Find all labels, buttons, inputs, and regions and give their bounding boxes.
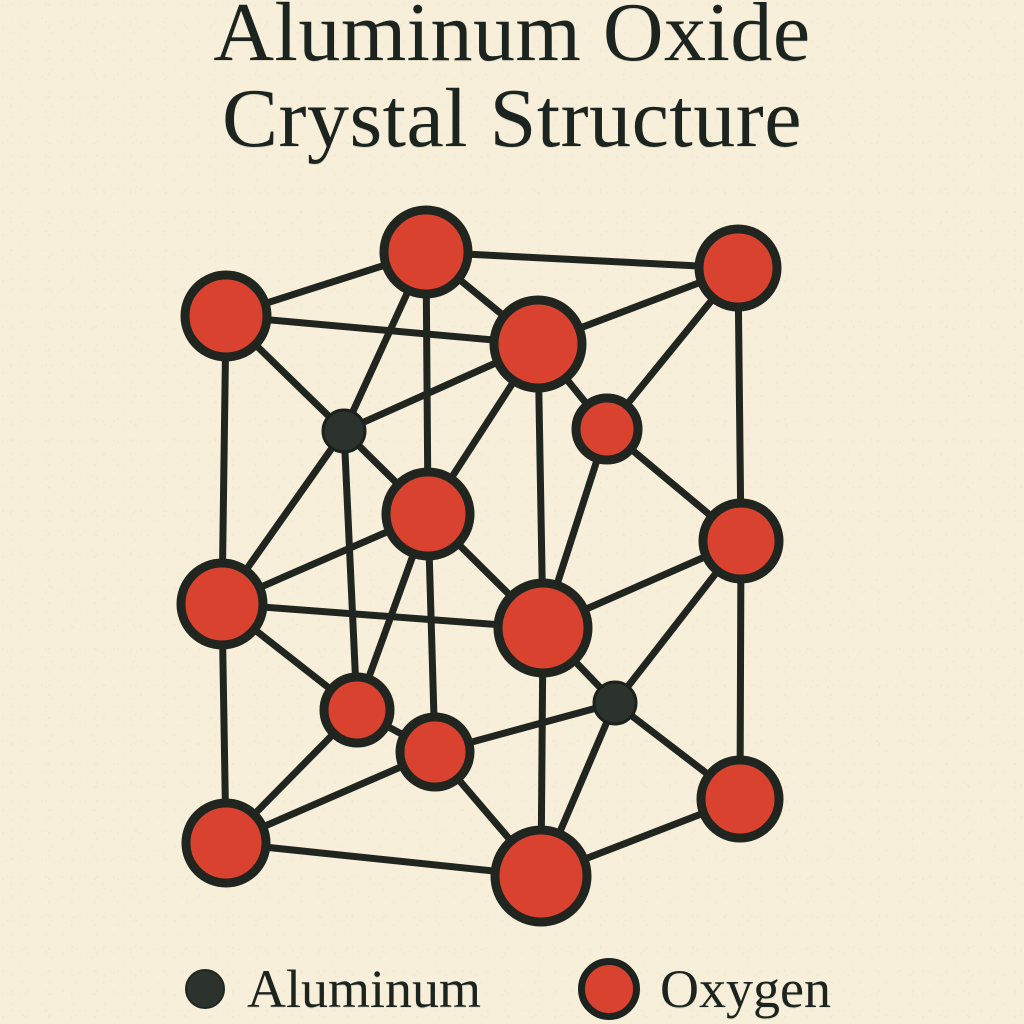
oxygen-atom	[395, 712, 475, 792]
legend-label-aluminum: Aluminum	[247, 959, 482, 1019]
oxygen-atom	[571, 393, 643, 465]
oxygen-atom	[176, 558, 268, 650]
aluminum-swatch-icon	[185, 969, 225, 1009]
legend: Aluminum Oxygen	[0, 958, 1024, 1024]
atom-layer	[176, 205, 784, 927]
legend-item-oxygen: Oxygen	[578, 958, 831, 1020]
oxygen-swatch-icon	[578, 958, 640, 1020]
aluminum-atom	[321, 408, 367, 454]
bond-line	[222, 839, 545, 880]
aluminum-atom	[592, 680, 638, 726]
oxygen-atom	[180, 270, 272, 362]
oxygen-atom	[696, 755, 784, 843]
bond-line	[734, 264, 745, 545]
bond-line	[340, 427, 361, 714]
legend-item-aluminum: Aluminum	[185, 962, 481, 1016]
oxygen-atom	[493, 578, 593, 678]
bond-line	[218, 600, 547, 632]
oxygen-atom	[181, 798, 271, 888]
oxygen-atom	[379, 205, 473, 299]
oxygen-atom	[489, 295, 587, 393]
oxygen-atom	[698, 498, 784, 584]
oxygen-atom	[319, 672, 395, 748]
bond-layer	[218, 248, 745, 880]
oxygen-atom	[381, 467, 475, 561]
legend-label-oxygen: Oxygen	[660, 959, 831, 1019]
bond-line	[222, 312, 542, 348]
bond-line	[422, 248, 742, 272]
page-title: Aluminum Oxide Crystal Structure	[0, 0, 1024, 161]
bond-line	[218, 312, 230, 608]
oxygen-atom	[694, 224, 782, 312]
title-line-2: Crystal Structure	[221, 71, 803, 165]
oxygen-atom	[490, 825, 592, 927]
title-line-1: Aluminum Oxide	[213, 0, 811, 79]
